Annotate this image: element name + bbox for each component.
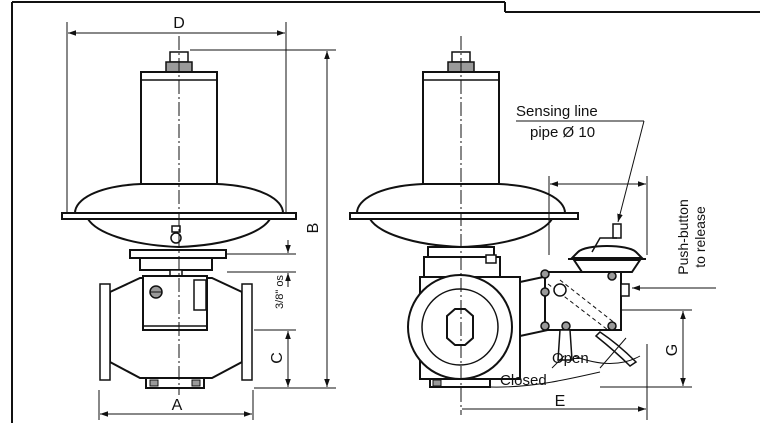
dim-label-a: A <box>172 397 183 414</box>
dim-label-g: G <box>664 344 681 356</box>
sensing-line-leader <box>516 120 645 223</box>
label-open: Open <box>552 350 589 367</box>
dim-label-port: 3/8" os <box>274 275 286 309</box>
side-view <box>349 36 646 415</box>
dimension-g <box>600 309 692 388</box>
dimension-a <box>98 390 254 420</box>
dimension-b <box>190 49 336 389</box>
open-closed-leaders <box>551 337 627 369</box>
label-sensing-line: Sensing line <box>516 103 598 120</box>
dim-label-d: D <box>173 15 185 32</box>
dimension-c <box>254 329 296 387</box>
pilot-block <box>129 249 227 279</box>
label-sensing-pipe: pipe Ø 10 <box>530 124 595 141</box>
drawing-frame <box>11 1 760 423</box>
label-closed: Closed <box>500 372 547 389</box>
dim-label-e: E <box>555 393 566 410</box>
pilot-regulator <box>568 223 646 273</box>
dimension-sensing-width <box>548 176 648 255</box>
valve-body <box>99 275 253 389</box>
label-push-button: Push-button <box>675 199 691 275</box>
bonnet-side <box>423 246 501 278</box>
valve-body-side <box>407 274 549 388</box>
dimension-e <box>462 344 648 420</box>
dim-label-b: B <box>305 223 322 234</box>
dimension-port <box>227 240 296 287</box>
dim-label-c: C <box>269 352 286 364</box>
label-to-release: to release <box>692 206 708 268</box>
dimension-d <box>66 22 287 212</box>
front-view <box>61 36 297 395</box>
